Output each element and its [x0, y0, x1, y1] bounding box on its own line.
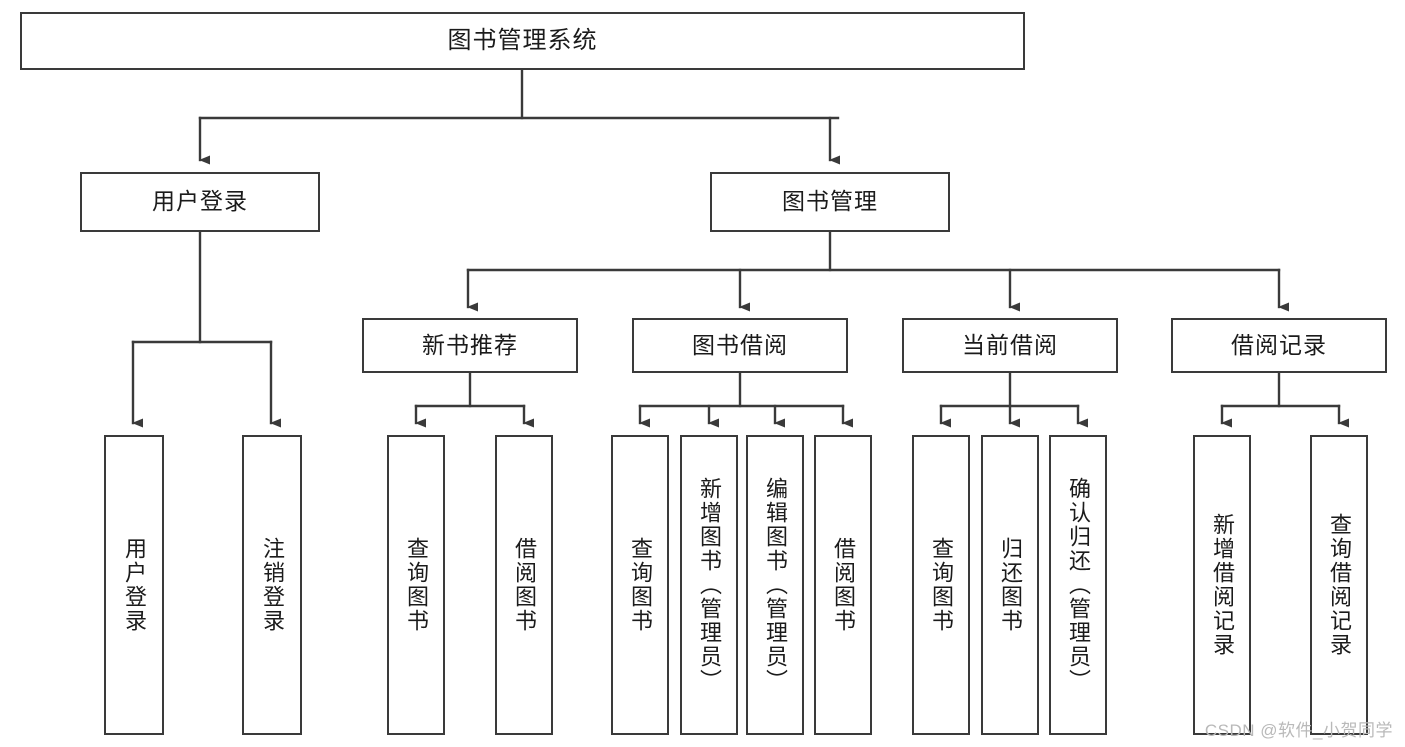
node-label: 新增借阅记录	[1209, 513, 1235, 657]
node-leaf-logout-login[interactable]: 注销登录	[242, 435, 302, 735]
node-label: 当前借阅	[962, 331, 1058, 358]
node-label: 查询图书	[403, 537, 429, 633]
node-label: 查询图书	[928, 537, 954, 633]
node-label: 用户登录	[121, 537, 147, 633]
node-leaf-edit-book-admin[interactable]: 编辑图书（管理员）	[746, 435, 804, 735]
node-leaf-borrow-book-recommend[interactable]: 借阅图书	[495, 435, 553, 735]
node-label: 编辑图书（管理员）	[762, 477, 788, 693]
node-book-borrow[interactable]: 图书借阅	[632, 318, 848, 373]
node-label: 图书管理系统	[447, 26, 598, 54]
node-leaf-return-book[interactable]: 归还图书	[981, 435, 1039, 735]
node-root-book-management-system[interactable]: 图书管理系统	[20, 12, 1025, 70]
node-label: 用户登录	[152, 188, 248, 215]
node-leaf-borrow-book-borrow[interactable]: 借阅图书	[814, 435, 872, 735]
node-leaf-query-borrow-record[interactable]: 查询借阅记录	[1310, 435, 1368, 735]
node-leaf-confirm-return-admin[interactable]: 确认归还（管理员）	[1049, 435, 1107, 735]
node-leaf-user-login[interactable]: 用户登录	[104, 435, 164, 735]
node-leaf-add-borrow-record[interactable]: 新增借阅记录	[1193, 435, 1251, 735]
node-label: 新增图书（管理员）	[696, 477, 722, 693]
node-label: 查询借阅记录	[1326, 513, 1352, 657]
node-label: 借阅记录	[1231, 331, 1327, 358]
node-new-book-recommend[interactable]: 新书推荐	[362, 318, 578, 373]
node-leaf-query-book-borrow[interactable]: 查询图书	[611, 435, 669, 735]
node-borrow-record[interactable]: 借阅记录	[1171, 318, 1387, 373]
node-label: 图书借阅	[692, 331, 788, 358]
node-label: 注销登录	[259, 537, 285, 633]
node-label: 查询图书	[627, 537, 653, 633]
node-label: 新书推荐	[422, 331, 518, 358]
node-leaf-add-book-admin[interactable]: 新增图书（管理员）	[680, 435, 738, 735]
node-current-borrow[interactable]: 当前借阅	[902, 318, 1118, 373]
node-label: 归还图书	[997, 537, 1023, 633]
csdn-watermark: CSDN @软件_小贺同学	[1204, 721, 1393, 740]
node-label: 借阅图书	[511, 537, 537, 633]
node-leaf-query-book-current[interactable]: 查询图书	[912, 435, 970, 735]
node-label: 图书管理	[782, 188, 878, 215]
node-book-manage[interactable]: 图书管理	[710, 172, 950, 232]
node-label: 借阅图书	[830, 537, 856, 633]
node-user-login[interactable]: 用户登录	[80, 172, 320, 232]
node-label: 确认归还（管理员）	[1065, 477, 1091, 693]
node-leaf-query-book-recommend[interactable]: 查询图书	[387, 435, 445, 735]
